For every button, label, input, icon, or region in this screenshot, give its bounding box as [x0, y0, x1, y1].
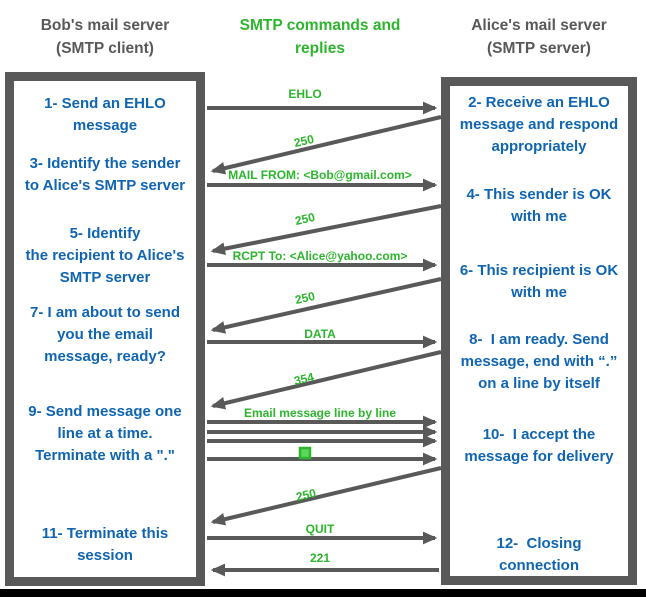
arrow-250-left-4 — [210, 466, 442, 526]
client-header: Bob's mail server (SMTP client) — [40, 17, 170, 57]
server-header: Alice's mail server (SMTP server) — [471, 17, 607, 57]
client-step-1: 1- Send an EHLO message — [44, 95, 166, 134]
label-email-lines: Email message line by line — [243, 406, 397, 420]
bottom-black-bar — [0, 589, 646, 597]
server-step-6: 6- This recipient is OK with me — [459, 262, 619, 301]
client-step-5: 5- Identify the recipient to Alice's SMT… — [25, 225, 185, 286]
server-step-8: 8- I am ready. Send message, end with “.… — [460, 331, 618, 392]
arrow-250-left-1 — [210, 115, 442, 175]
label-quit: QUIT — [305, 522, 335, 536]
label-data: DATA — [304, 327, 336, 341]
client-step-9: 9- Send message one line at a time. Term… — [28, 403, 182, 464]
client-step-7: 7- I am about to send you the email mess… — [29, 304, 180, 365]
server-step-2: 2- Receive an EHLO message and respond a… — [459, 94, 619, 155]
label-mailfrom: MAIL FROM: <Bob@gmail.com> — [228, 168, 412, 182]
label-221: 221 — [309, 551, 331, 565]
client-box — [5, 72, 205, 586]
client-step-11: 11- Terminate this session — [41, 525, 169, 564]
server-step-4: 4- This sender is OK with me — [466, 186, 612, 225]
message-dot-marker — [298, 446, 312, 460]
center-header: SMTP commands and replies — [239, 17, 401, 57]
label-rcpt: RCPT To: <Alice@yahoo.com> — [232, 249, 408, 263]
client-step-3: 3- Identify the sender to Alice's SMTP s… — [24, 155, 186, 194]
arrow-354-left — [210, 350, 442, 410]
arrow-250-left-2 — [210, 204, 442, 255]
arrow-250-left-3 — [210, 277, 442, 334]
server-box — [441, 77, 637, 585]
server-step-12: 12- Closing connection — [496, 535, 582, 574]
server-step-10: 10- I accept the message for delivery — [464, 426, 614, 465]
label-ehlo: EHLO — [288, 87, 322, 101]
